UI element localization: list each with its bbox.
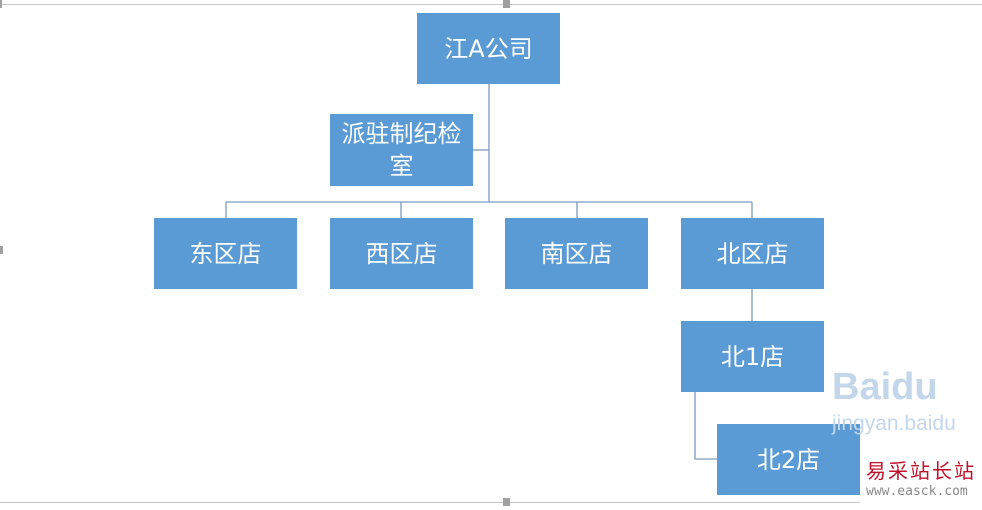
- connector-sub1-sub2: [694, 392, 717, 460]
- node-north-1[interactable]: 北1店: [681, 321, 824, 392]
- resize-handle-top[interactable]: [503, 0, 510, 8]
- node-store-east[interactable]: 东区店: [154, 218, 297, 289]
- node-root[interactable]: 江A公司: [417, 13, 560, 84]
- canvas-frame-bottom: [0, 502, 860, 503]
- node-assistant[interactable]: 派驻制纪检室: [330, 114, 473, 186]
- node-north-2[interactable]: 北2店: [717, 424, 860, 495]
- node-store-south[interactable]: 南区店: [505, 218, 648, 289]
- resize-handle-bottom[interactable]: [503, 498, 510, 506]
- node-store-north[interactable]: 北区店: [681, 218, 824, 289]
- canvas-frame-top: [0, 4, 982, 5]
- resize-handle-top-left[interactable]: [0, 0, 2, 8]
- node-store-west[interactable]: 西区店: [330, 218, 473, 289]
- resize-handle-left[interactable]: [0, 246, 3, 254]
